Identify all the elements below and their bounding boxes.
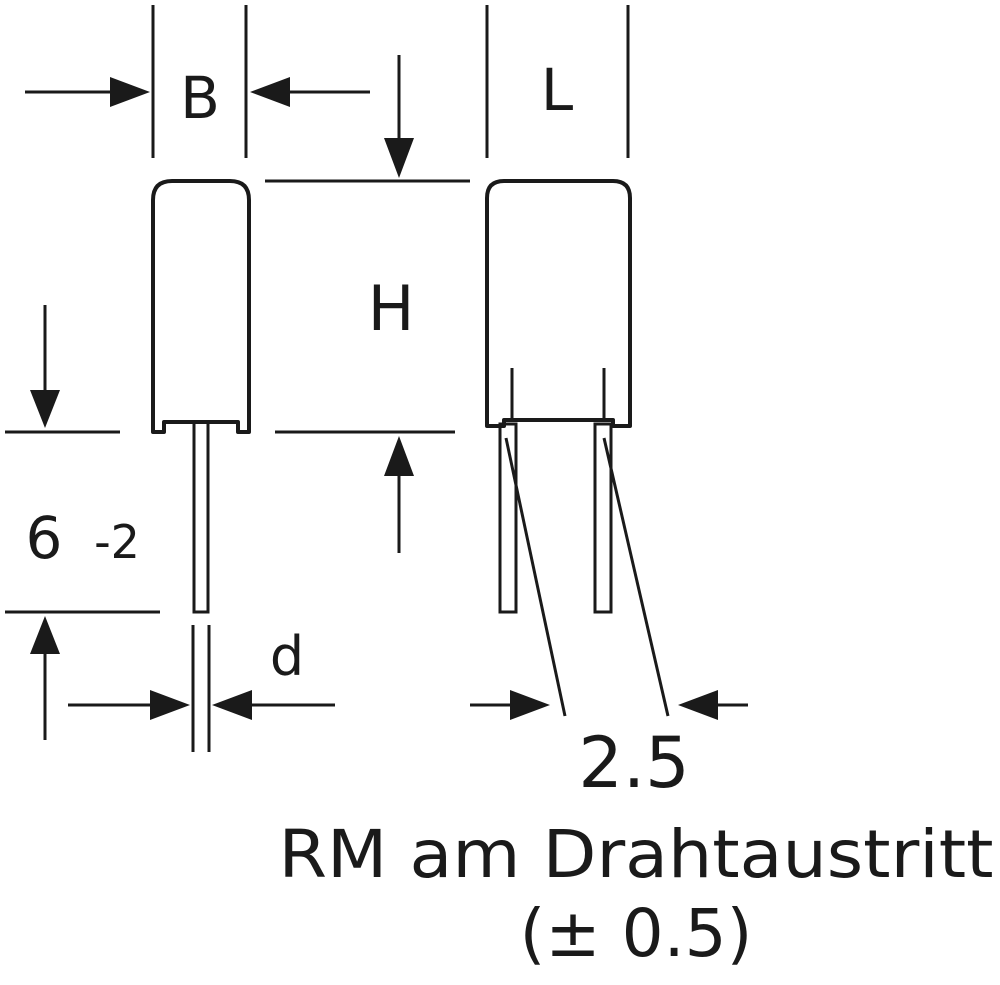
lead-diameter-label: d — [270, 625, 304, 688]
dim-b-label: B — [180, 64, 220, 132]
pitch-tolerance: (± 0.5) — [520, 895, 753, 972]
front-view-body — [485, 179, 632, 428]
dimension-pitch: 2.5 RM am Drahtaustritt (± 0.5) — [279, 690, 994, 972]
dim-l-label: L — [541, 56, 573, 124]
lead-length-top-arrow-head — [30, 390, 60, 428]
lead-length-value: 6 — [26, 504, 63, 572]
dim-h-bottom-arrow-head — [384, 436, 414, 476]
dimension-lead-diameter: d — [68, 625, 335, 752]
dim-h-label: H — [368, 272, 415, 345]
front-view — [485, 179, 670, 717]
lead-length-tolerance: -2 — [94, 515, 140, 569]
front-view-lead-right — [593, 422, 613, 614]
side-view-body — [151, 179, 251, 434]
pitch-leader-right — [602, 437, 670, 717]
dimension-lead-length: 6 -2 — [5, 305, 160, 740]
pitch-value: 2.5 — [578, 722, 689, 804]
pitch-arrow-right-head — [678, 690, 718, 720]
dim-b-arrow-right-head — [250, 77, 290, 107]
dimension-b: B — [25, 5, 370, 158]
dimension-h: H — [265, 55, 470, 553]
lead-diameter-arrow-left-head — [150, 690, 190, 720]
dimension-l: L — [485, 5, 630, 158]
dim-b-arrow-left-head — [110, 77, 150, 107]
side-view — [151, 179, 251, 614]
lead-diameter-arrow-right-head — [212, 690, 252, 720]
side-view-lead — [192, 420, 210, 614]
dim-h-top-arrow-head — [384, 138, 414, 178]
pitch-arrow-left-head — [510, 690, 550, 720]
pitch-caption: RM am Drahtaustritt — [279, 816, 994, 893]
lead-length-bottom-arrow-head — [30, 616, 60, 654]
pitch-leader-left — [504, 437, 567, 717]
front-view-lead-left — [498, 422, 518, 614]
